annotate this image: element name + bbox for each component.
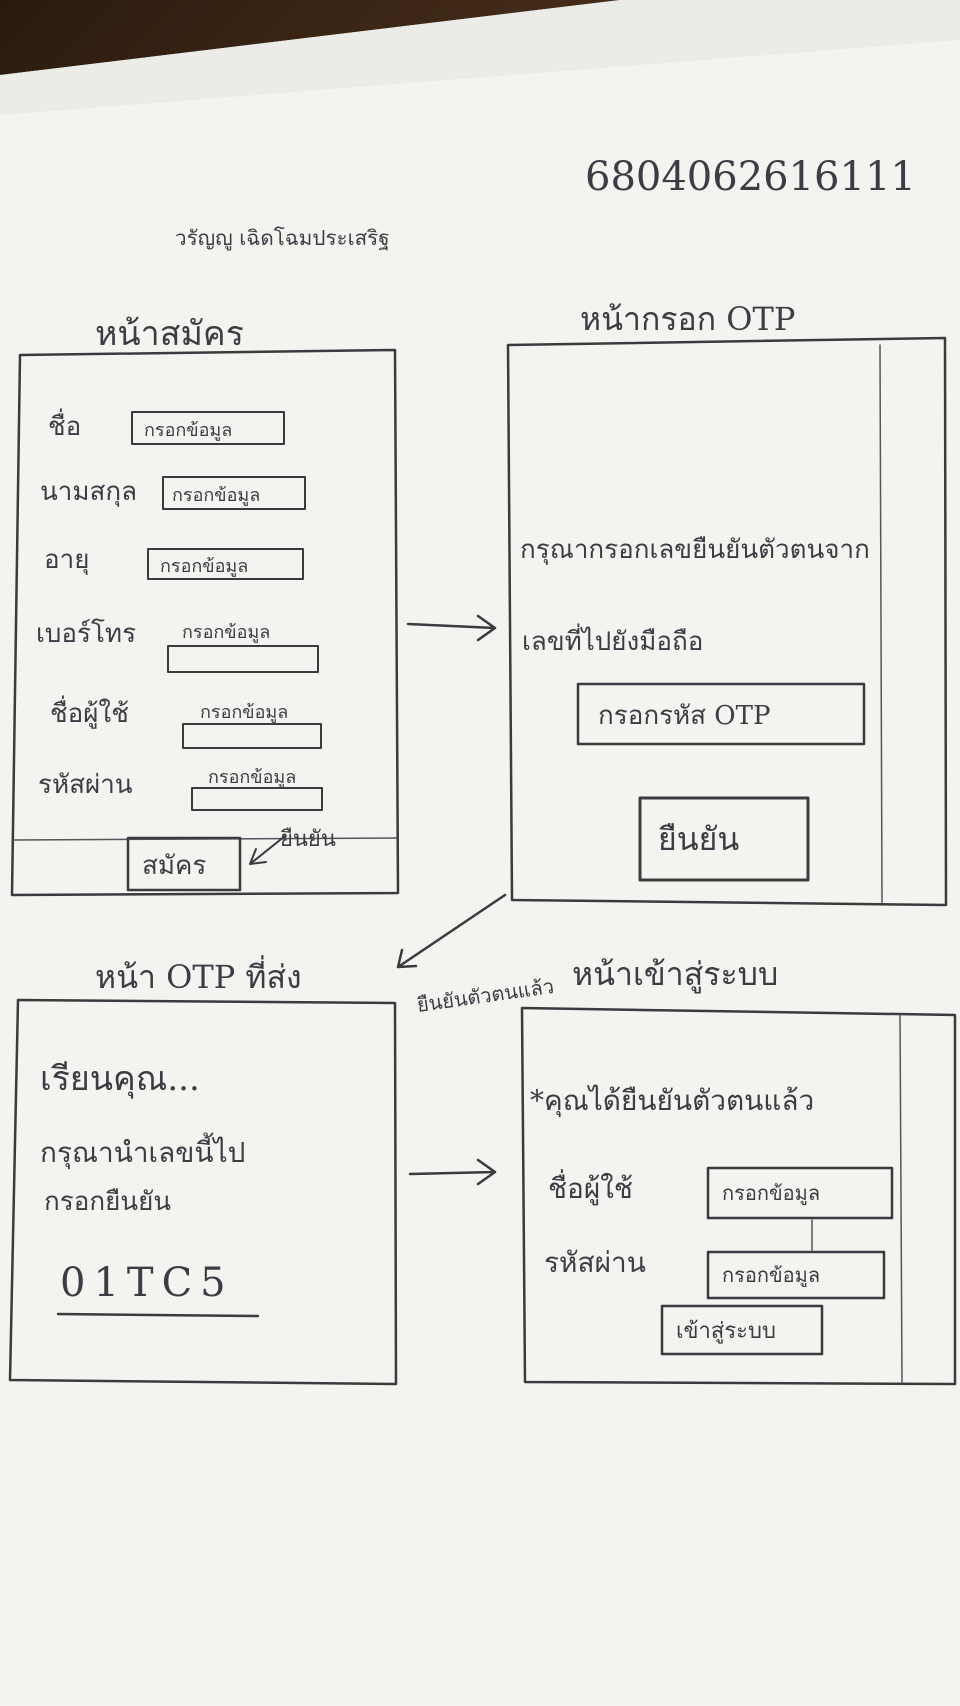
flow-arrow-register-to-otp <box>406 614 497 642</box>
flow-arrow-otp-to-sent <box>396 893 507 969</box>
field-label: รหัสผ่าน <box>544 1246 646 1279</box>
register-field-age: อายุ กรอกข้อมูล <box>44 545 304 580</box>
otp-code-value: 01TC5 <box>60 1260 234 1306</box>
field-label: นามสกุล <box>40 477 137 507</box>
otp-confirm-button[interactable]: ยืนยัน <box>638 796 810 882</box>
register-button-note: ยืนยัน <box>280 827 336 852</box>
field-label: รหัสผ่าน <box>38 770 133 800</box>
otp-code-input[interactable] <box>576 682 866 746</box>
annotation-arrow <box>249 835 286 865</box>
input-placeholder: กรอกข้อมูล <box>722 1263 820 1288</box>
register-screen: หน้าสมัคร ชื่อ กรอกข้อมูล นามสกุล กรอกข้… <box>10 314 400 897</box>
register-field-username: ชื่อผู้ใช้ กรอกข้อมูล <box>50 695 322 749</box>
register-frame <box>10 348 400 897</box>
otp-entry-frame <box>506 336 948 907</box>
button-label: เข้าสู่ระบบ <box>676 1319 776 1344</box>
input-placeholder: กรอกข้อมูล <box>160 556 248 577</box>
author-name: วรัญญู เฉิดโฉมประเสริฐ <box>175 226 390 251</box>
otp-sent-line1: กรุณานำเลขนี้ไป <box>40 1132 245 1170</box>
text-input[interactable] <box>706 1166 894 1220</box>
input-placeholder: กรอกข้อมูล <box>182 622 270 643</box>
button-label: สมัคร <box>142 851 206 881</box>
otp-input-placeholder: กรอกรหัส OTP <box>598 701 770 731</box>
field-label: เบอร์โทร <box>36 618 136 649</box>
login-submit-button[interactable]: เข้าสู่ระบบ <box>660 1304 824 1356</box>
student-id: 6804062616111 <box>585 154 916 200</box>
text-input[interactable] <box>147 548 304 580</box>
login-frame <box>520 1006 957 1386</box>
otp-sent-frame <box>8 998 398 1386</box>
register-title: หน้าสมัคร <box>95 314 244 354</box>
flow-arrow-sent-to-login <box>408 1158 497 1186</box>
otp-sent-title: หน้า OTP ที่ส่ง <box>95 955 302 996</box>
text-input[interactable] <box>131 411 285 445</box>
login-screen: หน้าเข้าสู่ระบบ *คุณได้ยืนยันตัวตนแล้ว ช… <box>520 955 957 1386</box>
otp-entry-screen: หน้ากรอก OTP กรุณากรอกเลขยืนยันตัวตนจาก … <box>506 300 948 907</box>
field-label: อายุ <box>44 545 89 575</box>
login-title: หน้าเข้าสู่ระบบ <box>572 955 778 994</box>
button-frame[interactable] <box>660 1304 824 1356</box>
input-placeholder: กรอกข้อมูล <box>200 702 288 723</box>
otp-entry-title: หน้ากรอก OTP <box>580 300 795 338</box>
text-input[interactable] <box>706 1250 886 1300</box>
otp-sent-line2: กรอกยืนยัน <box>44 1187 171 1217</box>
text-input[interactable] <box>167 645 319 673</box>
input-placeholder: กรอกข้อมูล <box>172 485 260 506</box>
input-placeholder: กรอกข้อมูล <box>144 420 232 441</box>
login-field-password: รหัสผ่าน กรอกข้อมูล <box>544 1246 886 1300</box>
input-placeholder: กรอกข้อมูล <box>208 767 296 788</box>
register-field-phone: เบอร์โทร กรอกข้อมูล <box>36 618 319 673</box>
button-label: ยืนยัน <box>658 820 739 858</box>
field-label: ชื่อ <box>48 408 81 442</box>
input-placeholder: กรอกข้อมูล <box>722 1181 820 1206</box>
register-submit-button[interactable]: สมัคร <box>126 836 242 892</box>
login-verified-notice: *คุณได้ยืนยันตัวตนแล้ว <box>530 1084 814 1118</box>
text-input[interactable] <box>182 723 322 749</box>
otp-instruction-line1: กรุณากรอกเลขยืนยันตัวตนจาก <box>520 535 870 565</box>
text-input[interactable] <box>162 476 306 510</box>
otp-instruction-line2: เลขที่ไปยังมือถือ <box>522 623 703 657</box>
field-label: ชื่อผู้ใช้ <box>50 695 129 729</box>
otp-code-underline <box>56 1312 260 1318</box>
register-field-first-name: ชื่อ กรอกข้อมูล <box>48 408 285 445</box>
button-frame[interactable] <box>126 836 242 892</box>
otp-sent-screen: หน้า OTP ที่ส่ง เรียนคุณ... กรุณานำเลขนี… <box>8 955 398 1386</box>
register-field-last-name: นามสกุล กรอกข้อมูล <box>40 476 306 510</box>
register-field-password: รหัสผ่าน กรอกข้อมูล <box>38 767 323 811</box>
otp-sent-greeting: เรียนคุณ... <box>40 1059 200 1099</box>
text-input[interactable] <box>191 787 323 811</box>
field-label: ชื่อผู้ใช้ <box>548 1169 633 1206</box>
button-frame[interactable] <box>638 796 810 882</box>
login-field-username: ชื่อผู้ใช้ กรอกข้อมูล <box>548 1166 894 1220</box>
